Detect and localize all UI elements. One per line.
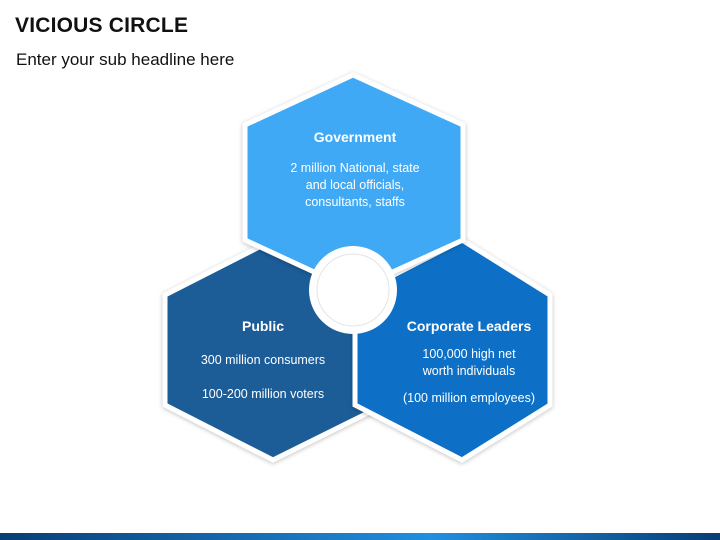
government-detail-line: 2 million National, state bbox=[290, 161, 420, 175]
corporate-label-group: Corporate Leaders 100,000 high net worth… bbox=[384, 318, 554, 407]
government-label-group: Government 2 million National, state and… bbox=[255, 129, 455, 211]
corporate-title: Corporate Leaders bbox=[406, 318, 532, 334]
public-detail-line: 100-200 million voters bbox=[201, 387, 325, 401]
slide-title: VICIOUS CIRCLE bbox=[15, 14, 189, 37]
public-label-group: Public 300 million consumers 100-200 mil… bbox=[173, 318, 353, 403]
slide-subtitle: Enter your sub headline here bbox=[16, 50, 235, 69]
government-detail-line: and local officials, bbox=[305, 178, 405, 192]
government-detail-line: consultants, staffs bbox=[305, 195, 405, 209]
government-title: Government bbox=[313, 129, 397, 145]
center-circle-inner bbox=[316, 253, 390, 327]
corporate-detail-line: 100,000 high net bbox=[422, 347, 516, 361]
public-title: Public bbox=[241, 318, 284, 334]
corporate-detail-line: (100 million employees) bbox=[402, 391, 535, 405]
corporate-detail-line: worth individuals bbox=[422, 364, 516, 378]
public-detail-line: 300 million consumers bbox=[200, 353, 326, 367]
footer-gradient-bar bbox=[0, 533, 720, 540]
